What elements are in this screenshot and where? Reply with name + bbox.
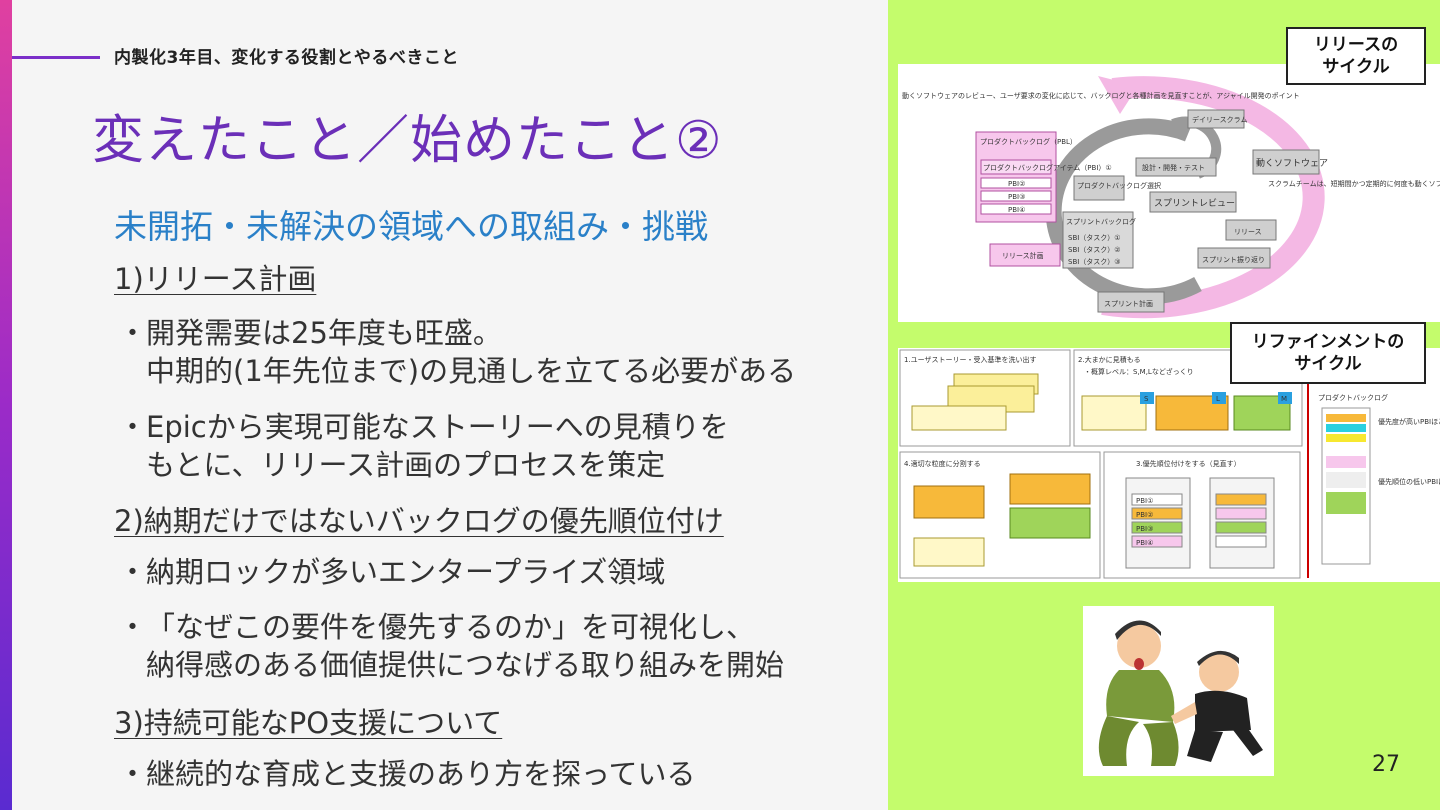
step2-label: 2.大まかに見積もる <box>1078 355 1141 364</box>
bullet-text: 開発需要は25年度も旺盛。 <box>146 316 502 350</box>
working-software-label: 動くソフトウェア <box>1256 158 1328 169</box>
label-line: リファインメントの <box>1251 332 1405 352</box>
release-plan-label: リリース計画 <box>1002 251 1044 260</box>
pbi-card: PBI① <box>1136 497 1153 505</box>
section-header: 内製化3年目、変化する役割とやるべきこと <box>114 48 459 68</box>
section-heading-release-plan: 1)リリース計画 <box>114 262 317 296</box>
step1-label: 1.ユーザストーリー・受入基準を洗い出す <box>904 355 1036 364</box>
label-line: サイクル <box>1294 354 1362 374</box>
size-tag: M <box>1281 395 1287 403</box>
refinement-cycle-label: リファインメントの サイクル <box>1230 322 1426 384</box>
pbl-select-label: プロダクトバックログ選択 <box>1077 181 1161 190</box>
slide-title: 変えたこと／始めたこと② <box>92 111 723 171</box>
pbi-item: PBI③ <box>1008 193 1025 201</box>
pbi-item: PBI④ <box>1008 206 1025 214</box>
note-high: 優先度が高いPBIほど詳細 <box>1378 417 1440 426</box>
note-low: 優先順位の低いPBIは、ざっくりそのままにする <box>1378 477 1440 486</box>
release-label: リリース <box>1234 228 1262 236</box>
step4-label: 4.適切な粒度に分割する <box>904 459 981 468</box>
coaching-illustration <box>1083 606 1274 776</box>
release-cycle-diagram: 動くソフトウェアのレビュー、ユーザ要求の変化に応じて、バックログと各種計画を見直… <box>898 64 1440 322</box>
refinement-cycle-diagram: 1.ユーザストーリー・受入基準を洗い出す 2.大まかに見積もる ・概算レベル：S… <box>898 348 1440 582</box>
sprint-backlog-label: スプリントバックログ <box>1066 217 1136 226</box>
step3-label: 3.優先順位付けをする（見直す） <box>1136 459 1241 468</box>
design-label: 設計・開発・テスト <box>1142 163 1205 172</box>
bullet-item: ・開発需要は25年度も旺盛。 中期的(1年先位まで)の見通しを立てる必要がある <box>118 314 796 390</box>
scrum-note: スクラムチームは、短期間かつ定期的に何度も動くソフトウェアを作成し、フィードバッ… <box>1268 179 1440 188</box>
sprint-review-label: スプリントレビュー <box>1154 198 1235 209</box>
bullet-mark: ・ <box>118 610 148 644</box>
label-line: サイクル <box>1322 57 1390 77</box>
pbi-card: PBI② <box>1136 511 1153 519</box>
bullet-text-cont: 納得感のある価値提供につなげる取り組みを開始 <box>146 648 785 682</box>
bullet-text: 「なぜこの要件を優先するのか」を可視化し、 <box>146 610 756 644</box>
bullet-text-cont: 中期的(1年先位まで)の見通しを立てる必要がある <box>146 354 797 388</box>
bullet-text: Epicから実現可能なストーリーへの見積りを <box>146 410 729 444</box>
size-tag: L <box>1216 395 1220 403</box>
header-accent-line <box>12 56 100 59</box>
bullet-text: 納期ロックが多いエンタープライズ領域 <box>146 555 666 589</box>
sbi-item: SBI（タスク）② <box>1068 245 1121 254</box>
pbi-card: PBI④ <box>1136 539 1153 547</box>
pbi-item: PBI② <box>1008 180 1025 188</box>
bullet-item: ・納期ロックが多いエンタープライズ領域 <box>118 553 665 591</box>
bullet-mark: ・ <box>118 757 148 791</box>
bullet-mark: ・ <box>118 555 148 589</box>
slide-subtitle: 未開拓・未解決の領域への取組み・挑戦 <box>114 207 708 246</box>
release-intro-text: 動くソフトウェアのレビュー、ユーザ要求の変化に応じて、バックログと各種計画を見直… <box>902 91 1300 100</box>
bullet-text-cont: もとに、リリース計画のプロセスを策定 <box>146 448 666 482</box>
sbi-item: SBI（タスク）③ <box>1068 257 1121 266</box>
bullet-mark: ・ <box>118 316 148 350</box>
step2-note: ・概算レベル：S,M,Lなどざっくり <box>1084 367 1194 376</box>
bullet-mark: ・ <box>118 410 148 444</box>
sbi-item: SBI（タスク）① <box>1068 233 1121 242</box>
bullet-item: ・「なぜこの要件を優先するのか」を可視化し、 納得感のある価値提供につなげる取り… <box>118 608 784 684</box>
pbi-item: プロダクトバックログアイテム（PBI）① <box>983 163 1112 172</box>
bullet-item: ・継続的な育成と支援のあり方を探っている <box>118 755 696 793</box>
release-cycle-label: リリースの サイクル <box>1286 27 1426 85</box>
section-heading-backlog-priority: 2)納期だけではないバックログの優先順位付け <box>114 504 724 538</box>
product-backlog-label: プロダクトバックログ <box>1318 393 1388 402</box>
retro-label: スプリント振り返り <box>1202 255 1265 264</box>
page-number: 27 <box>1372 752 1400 777</box>
daily-scrum-label: デイリースクラム <box>1192 115 1247 124</box>
size-tag: S <box>1144 395 1149 403</box>
label-line: リリースの <box>1313 35 1399 55</box>
section-heading-po-support: 3)持続可能なPO支援について <box>114 706 503 740</box>
sprint-plan-label: スプリント計画 <box>1104 299 1153 308</box>
bullet-item: ・Epicから実現可能なストーリーへの見積りを もとに、リリース計画のプロセスを… <box>118 408 729 484</box>
pbi-card: PBI③ <box>1136 525 1153 533</box>
product-backlog-label: プロダクトバックログ（PBL） <box>980 137 1077 146</box>
bullet-text: 継続的な育成と支援のあり方を探っている <box>146 757 696 791</box>
left-accent-bar <box>0 0 12 810</box>
